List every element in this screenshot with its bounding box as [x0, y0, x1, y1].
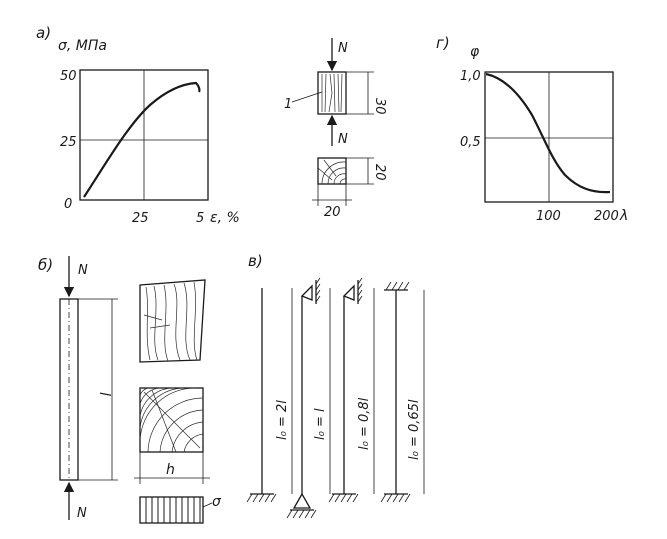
- stress-tick-0: 0: [64, 197, 72, 212]
- strain-tick-5: 5: [196, 211, 204, 226]
- specimen-cross-section: [317, 157, 347, 185]
- length-label-4: l₀ = 0,65l: [407, 399, 422, 460]
- column-2-top-pin: [300, 284, 313, 301]
- stress-strain-panel: а) σ, МПа 50 25 0 25 5 ε, %: [36, 24, 240, 226]
- stress-tick-50: 50: [60, 69, 77, 84]
- length-label-3: l₀ = 0,8l: [357, 397, 372, 450]
- column-1-hatch: [246, 493, 277, 503]
- width-dimension: h: [166, 462, 175, 478]
- panel-b-label: б): [38, 256, 53, 274]
- length-label-2: l₀ = l: [313, 408, 328, 440]
- column-3-hatch: [328, 493, 359, 503]
- stress-axis-label: σ, МПа: [58, 38, 107, 54]
- part-number: 1: [284, 97, 292, 112]
- cross-section-rings: [317, 159, 347, 185]
- column-force-top: N: [78, 263, 88, 278]
- column-force-bottom: N: [77, 506, 87, 521]
- panel-g-label: г): [436, 34, 450, 52]
- lambda-tick-200: 200: [594, 209, 619, 224]
- buckling-curve: [485, 72, 611, 194]
- width-dimension: 20: [324, 205, 341, 220]
- split-wood-fragment: [139, 279, 206, 363]
- stress-label: σ: [212, 494, 222, 510]
- length-dimension: l: [96, 392, 112, 396]
- length-label-1: l₀ = 2l: [275, 400, 290, 440]
- panel-a-label: а): [36, 24, 51, 42]
- panel-v-label: в): [248, 252, 263, 270]
- column-4-hatch: [380, 493, 411, 503]
- force-label-top: N: [338, 41, 348, 56]
- buckling-panel: г) φ 1,0 0,5 100 200 λ: [436, 34, 628, 224]
- effective-length-panel: в) l₀ = 2l l₀ = l l₀ = 0,8l l₀ = 0,: [246, 252, 425, 519]
- column-4-top-hatch: [385, 281, 410, 291]
- column-panel: б) N N l h σ: [38, 256, 222, 524]
- column-3-top-pin: [342, 284, 355, 301]
- stress-strain-curve: [83, 81, 201, 198]
- stress-tick-25: 25: [60, 135, 77, 150]
- phi-axis-label: φ: [470, 44, 480, 60]
- phi-tick-05: 0,5: [460, 135, 481, 150]
- lambda-axis-label: λ: [619, 208, 628, 224]
- compression-specimen: N N 1 30 20 20: [284, 38, 387, 220]
- column-2-base-hatch: [286, 509, 317, 519]
- strain-axis-label: ε, %: [210, 210, 240, 226]
- part-leader: [291, 91, 323, 103]
- lambda-tick-100: 100: [536, 209, 561, 224]
- strain-tick-25: 25: [132, 211, 149, 226]
- column-2-bottom-pin: [292, 492, 312, 509]
- stress-hatching: [145, 497, 201, 523]
- side-dimension: 20: [372, 164, 387, 181]
- stress-distribution-block: [139, 496, 204, 524]
- column-2-top-hatch: [315, 277, 321, 303]
- stress-leader: [202, 502, 213, 508]
- height-dimension: 30: [372, 98, 387, 115]
- specimen-grain: [321, 73, 343, 113]
- split-wood-grain: [143, 281, 198, 362]
- cross-section-growth-rings: [139, 387, 204, 453]
- force-label-bottom: N: [338, 132, 348, 147]
- phi-tick-1: 1,0: [460, 69, 481, 84]
- column-3-top-hatch: [357, 277, 363, 303]
